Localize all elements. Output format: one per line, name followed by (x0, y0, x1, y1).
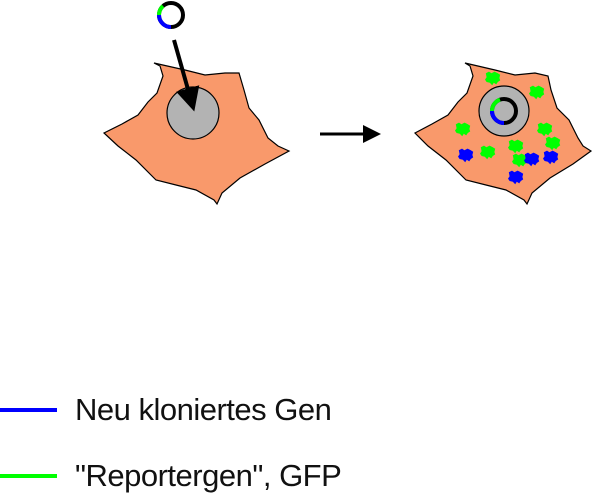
plasmid-gene-segment (157, 14, 172, 29)
plasmid-gfp-segment (156, 4, 165, 16)
plasmid-in-nucleus (489, 97, 518, 125)
transfection-arrow (172, 39, 200, 112)
legend-label-gfp: "Reportergen", GFP (75, 458, 342, 493)
legend-item-gene: Neu kloniertes Gen (0, 392, 332, 428)
cell-after (414, 62, 593, 206)
nucleus-right (478, 85, 530, 137)
legend-item-gfp: "Reportergen", GFP (0, 458, 342, 494)
nucleus-left (166, 86, 220, 140)
plasmid-entering (156, 1, 185, 29)
blue-line-swatch (0, 408, 57, 412)
legend-label-gene: Neu kloniertes Gen (75, 392, 332, 427)
cell-before (102, 62, 291, 206)
green-line-swatch (0, 474, 57, 478)
